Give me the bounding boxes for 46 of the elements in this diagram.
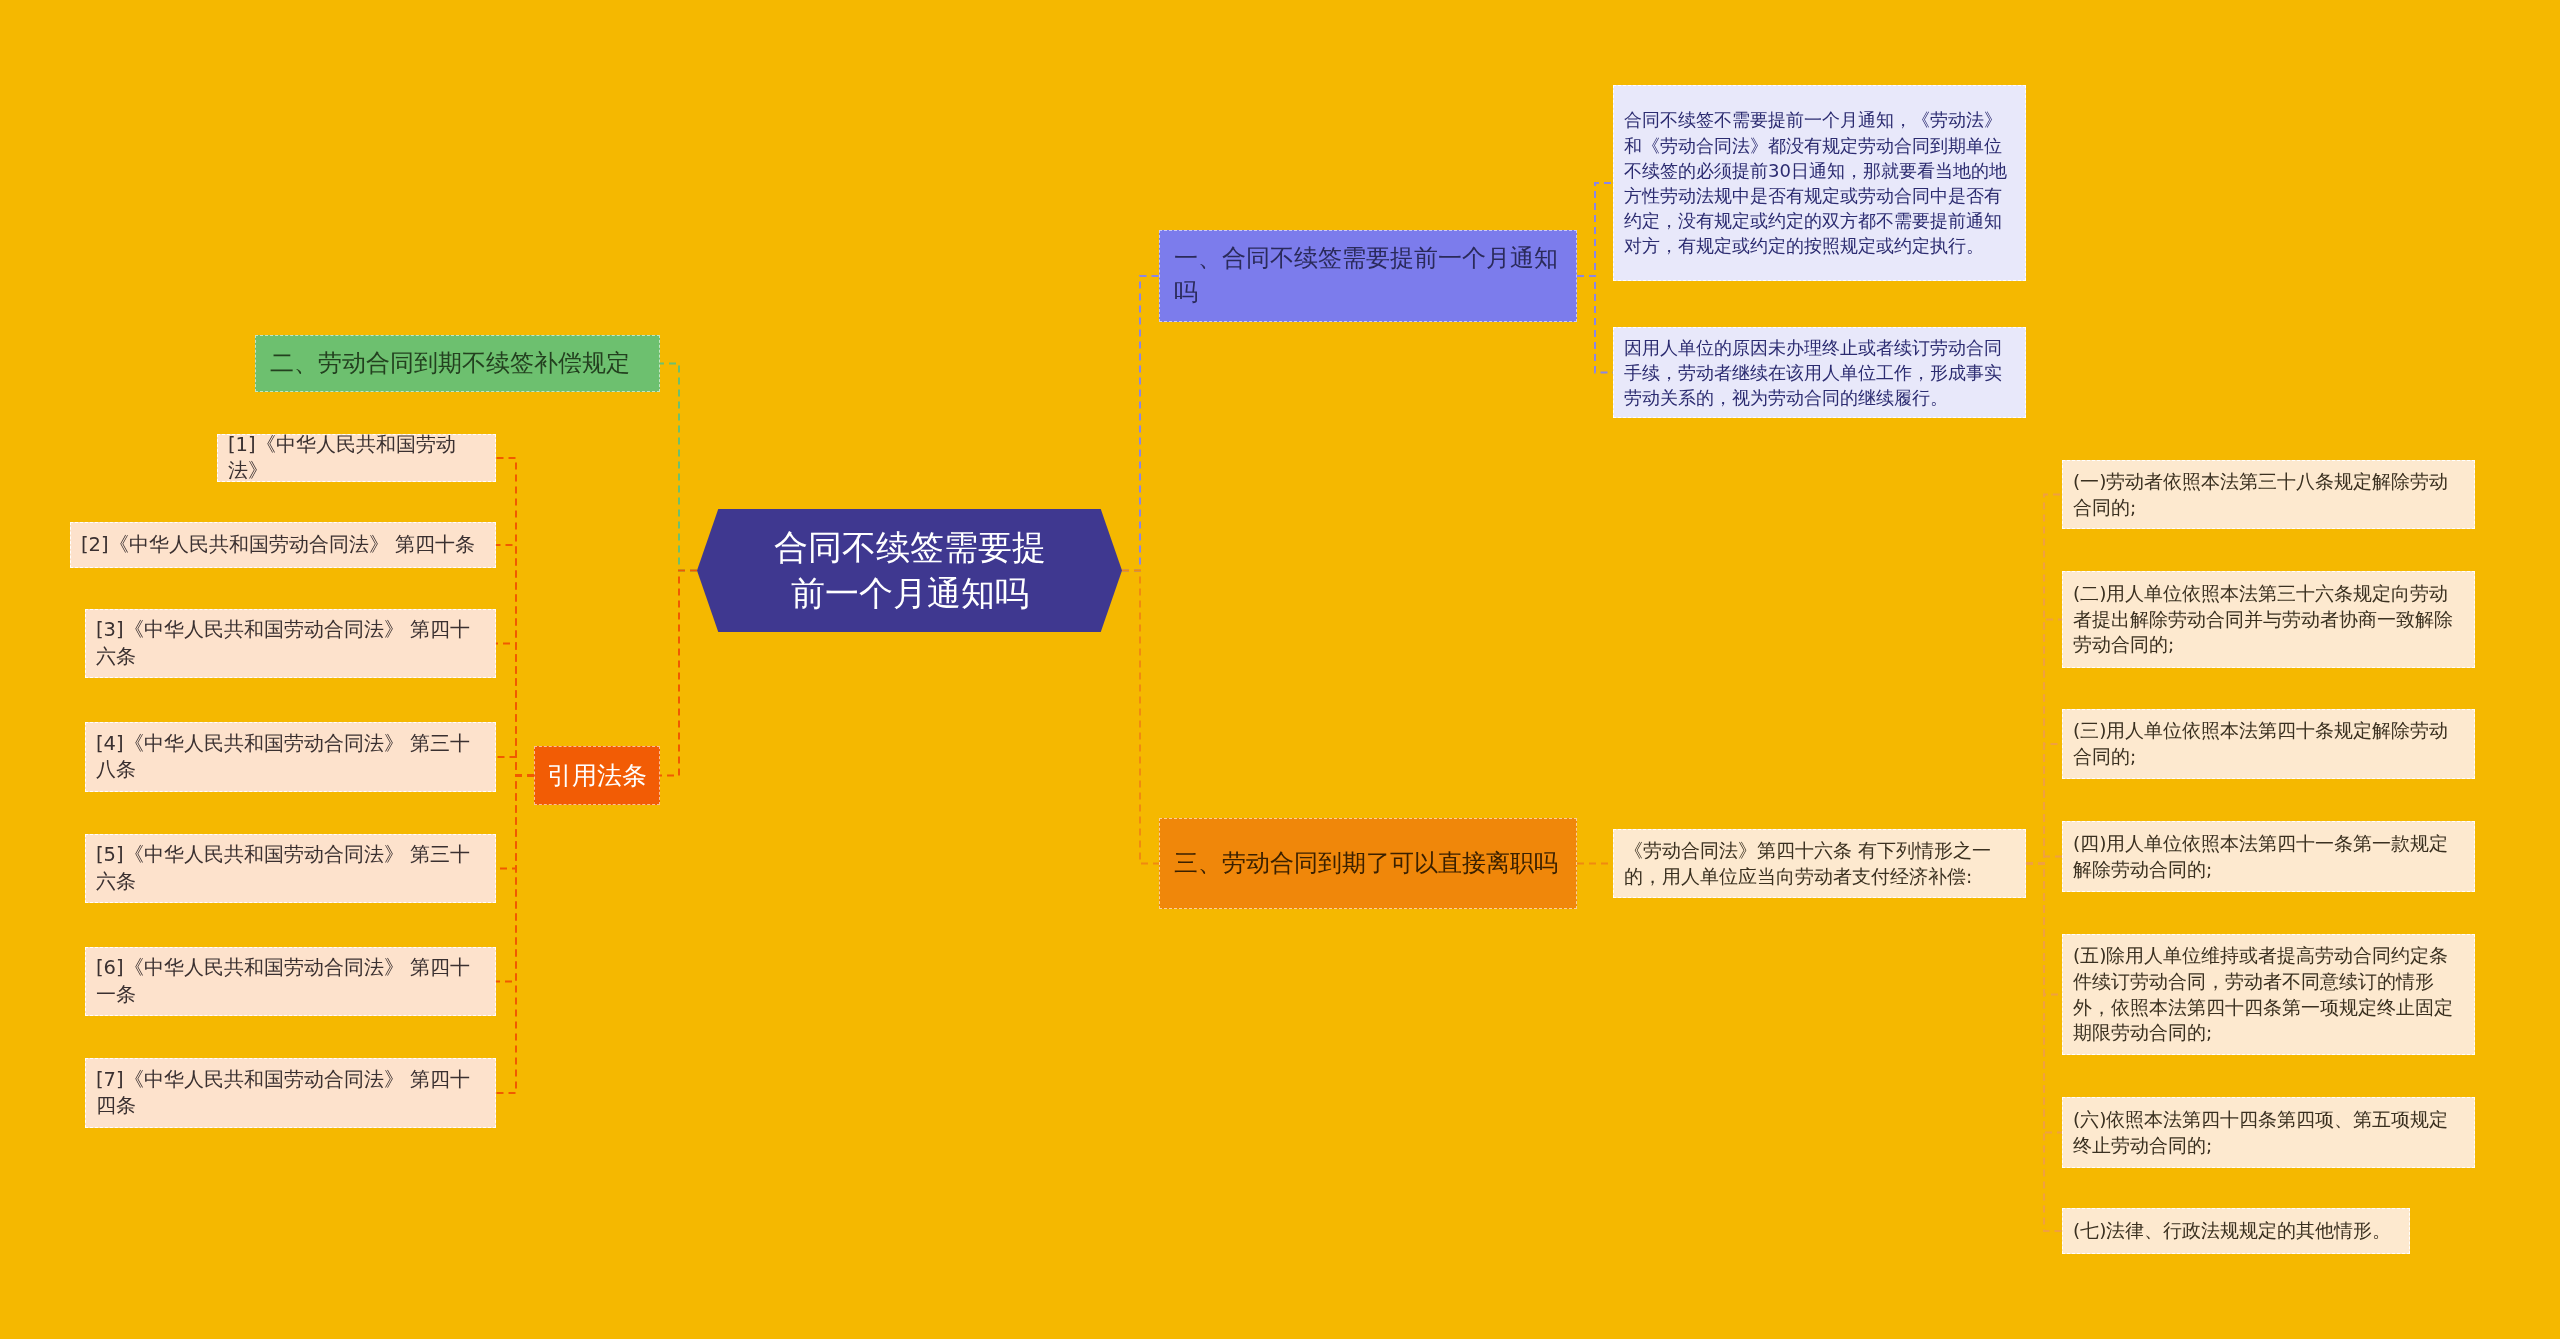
- node-text: [1]《中华人民共和国劳动法》: [228, 431, 457, 484]
- branch-box: [534, 746, 660, 805]
- node-text: 合同不续签需要提前一个月通知吗: [772, 525, 1047, 615]
- node-text: [7]《中华人民共和国劳动合同法》 第四十四条: [96, 1066, 471, 1119]
- reference-card: [85, 1058, 496, 1128]
- node-text: [5]《中华人民共和国劳动合同法》 第三十六条: [96, 842, 471, 895]
- connector-line: [495, 774, 535, 1094]
- reference-card: [217, 434, 496, 482]
- node-text: [6]《中华人民共和国劳动合同法》 第四十一条: [96, 955, 471, 1008]
- note-card: [2062, 460, 2475, 529]
- note-card: [2062, 1208, 2410, 1254]
- note-card: [1613, 85, 2026, 281]
- branch-box: [1159, 818, 1577, 909]
- connector-line: [659, 569, 698, 777]
- node-text: (三)用人单位依照本法第四十条规定解除劳动合同的;: [2073, 719, 2450, 769]
- branch-box: [255, 335, 660, 392]
- reference-card: [70, 522, 496, 568]
- reference-card: [85, 722, 496, 792]
- node-text: 一、合同不续签需要提前一个月通知吗: [1174, 243, 1559, 308]
- reference-card: [85, 609, 496, 678]
- node-text: [2]《中华人民共和国劳动合同法》 第四十条: [81, 531, 475, 558]
- note-card: [2062, 1097, 2475, 1168]
- node-text: (四)用人单位依照本法第四十一条第一款规定解除劳动合同的;: [2073, 831, 2450, 882]
- note-card: [1613, 327, 2026, 418]
- reference-card: [85, 834, 496, 903]
- node-text: (六)依照本法第四十四条第四项、第五项规定终止劳动合同的;: [2073, 1107, 2450, 1158]
- node-text: 二、劳动合同到期不续签补偿规定: [270, 347, 630, 379]
- node-text: (一)劳动者依照本法第三十八条规定解除劳动合同的;: [2073, 469, 2450, 520]
- node-text: 《劳动合同法》第四十六条 有下列情形之一的，用人单位应当向劳动者支付经济补偿:: [1624, 838, 1992, 889]
- note-card: [2062, 821, 2475, 892]
- node-text: (七)法律、行政法规规定的其他情形。: [2073, 1219, 2392, 1244]
- node-text: 三、劳动合同到期了可以直接离职吗: [1174, 847, 1558, 879]
- branch-box: [1159, 230, 1577, 322]
- node-text: (二)用人单位依照本法第三十六条规定向劳动者提出解除劳动合同并与劳动者协商一致解除劳动合同的;: [2073, 581, 2454, 658]
- node-text: [3]《中华人民共和国劳动合同法》 第四十六条: [96, 617, 471, 670]
- node-text: (五)除用人单位维持或者提高劳动合同约定条件续订劳动合同，劳动者不同意续订的情形外，依照本法第四十四条第一项规定终止固定期限劳动合同的;: [2073, 943, 2454, 1046]
- note-card: [2062, 571, 2475, 668]
- node-text: [4]《中华人民共和国劳动合同法》 第三十八条: [96, 730, 471, 783]
- node-text: 合同不续签不需要提前一个月通知，《劳动法》和《劳动合同法》都没有规定劳动合同到期单位不续签的必须提前30日通知，那就要看当地的地方性劳动法规中是否有规定或劳动合同中是否有约定，没有规定或约定的双方都不需要提前通知对方，有规定或约定的按照规定或约定执行。: [1624, 108, 2008, 259]
- note-card: [2062, 934, 2475, 1055]
- node-text: 因用人单位的原因未办理终止或者续订劳动合同手续，劳动者继续在该用人单位工作，形成事实劳动关系的，视为劳动合同的继续履行。: [1624, 335, 2003, 411]
- node-text: 引用法条: [547, 760, 647, 792]
- note-card: [2062, 709, 2475, 779]
- reference-card: [85, 947, 496, 1016]
- note-card: [1613, 829, 2026, 898]
- connector-line: [1121, 569, 1160, 865]
